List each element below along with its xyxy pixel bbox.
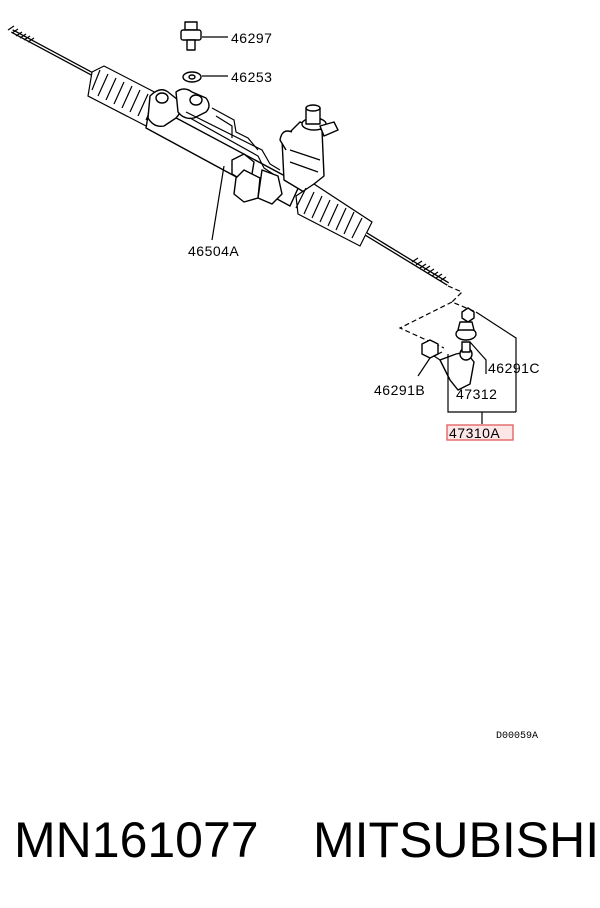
right-tie-rod bbox=[364, 232, 450, 286]
caption: MN161077 MITSUBISHI bbox=[0, 800, 600, 880]
label-46253: 46253 bbox=[231, 69, 272, 85]
label-47312: 47312 bbox=[456, 386, 497, 402]
label-46291c: 46291C bbox=[488, 360, 540, 376]
nut-46291b bbox=[417, 339, 439, 377]
brand-name: MITSUBISHI bbox=[313, 812, 600, 868]
bolt-46297 bbox=[180, 21, 228, 51]
left-tie-rod bbox=[7, 25, 97, 78]
washer-46253 bbox=[182, 71, 228, 83]
label-46291b: 46291B bbox=[374, 382, 425, 398]
parts-diagram: 46297 46253 46504A 46291B 46291C 47312 4… bbox=[7, 21, 540, 742]
label-47310a: 47310A bbox=[449, 425, 500, 441]
nut-46291c bbox=[455, 307, 477, 341]
label-46297: 46297 bbox=[231, 30, 272, 46]
rack-housing bbox=[145, 88, 301, 207]
right-boot bbox=[295, 183, 373, 247]
tie-rod-end-47312 bbox=[432, 341, 475, 391]
diagram-code: D00059A bbox=[496, 731, 538, 742]
part-number: MN161077 bbox=[14, 812, 259, 868]
label-46504a: 46504A bbox=[188, 243, 239, 259]
highlight-box bbox=[446, 424, 514, 441]
pinion-valve bbox=[279, 104, 339, 193]
